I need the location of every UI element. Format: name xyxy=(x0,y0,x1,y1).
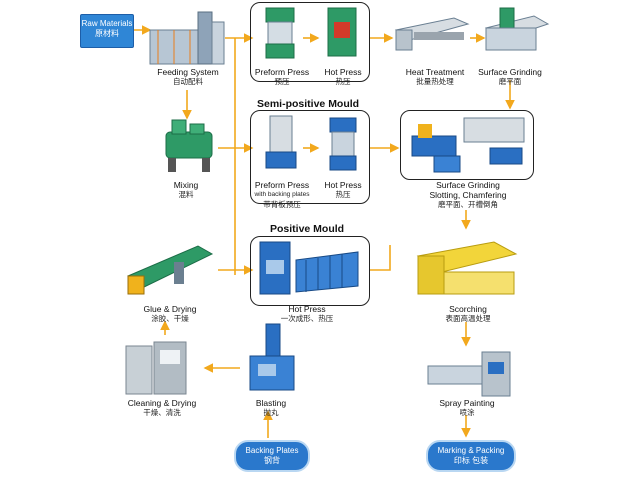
cleaning-drying-label-en: Cleaning & Drying xyxy=(127,398,197,408)
hot-press-1-label: Hot Press 热压 xyxy=(318,67,368,87)
glue-drying-label-zh: 涂胶、干燥 xyxy=(151,314,189,323)
raw-materials-label-zh: 原材料 xyxy=(95,29,119,38)
blasting-label-zh: 抛丸 xyxy=(263,408,279,417)
mixing-label-en: Mixing xyxy=(173,180,199,190)
surface-grinding-2-label: Surface Grinding Slotting, Chamfering 磨平… xyxy=(416,180,520,210)
feeding-system-label-zh: 自动配料 xyxy=(173,77,203,86)
hot-press-1-label-zh: 热压 xyxy=(335,77,351,86)
spray-painting-label-en: Spray Painting xyxy=(439,398,495,408)
cleaning-drying-label-zh: 干燥、清洗 xyxy=(143,408,181,417)
preform-press-2-label: Preform Press with backing plates 带背板预压 xyxy=(246,180,318,210)
surface-grinding-2-label-zh: 磨平面、开槽倒角 xyxy=(438,200,498,209)
section-title-positive: Positive Mould xyxy=(270,223,345,235)
section-title-semi-positive: Semi-positive Mould xyxy=(257,98,360,110)
surface-grinding-1-label: Surface Grinding 磨平面 xyxy=(472,67,548,87)
hot-press-2-label-en: Hot Press xyxy=(324,180,362,190)
surface-grinding-2-machine-icon xyxy=(411,117,525,173)
heat-treatment-label-en: Heat Treatment xyxy=(405,67,465,77)
preform-press-1-machine-icon xyxy=(265,7,295,59)
blasting-label-en: Blasting xyxy=(255,398,287,408)
group-box-top xyxy=(250,2,370,82)
cleaning-drying-machine-icon xyxy=(125,341,187,395)
heat-treatment-machine-icon xyxy=(394,17,470,51)
hot-press-2-machine-icon xyxy=(329,117,357,171)
surface-grinding-1-label-en: Surface Grinding xyxy=(478,67,542,77)
glue-drying-machine-icon xyxy=(127,245,214,295)
heat-treatment-label-zh: 批量热处理 xyxy=(416,77,454,86)
marking-packing-node: Marking & Packing 印标 包装 xyxy=(426,440,516,472)
scorching-label-zh: 表面高温处理 xyxy=(445,314,491,323)
blasting-label: Blasting 抛丸 xyxy=(236,398,306,418)
spray-painting-machine-icon xyxy=(427,351,511,397)
spray-painting-label: Spray Painting 喷涂 xyxy=(432,398,502,418)
feeding-system-label: Feeding System 自动配料 xyxy=(148,67,228,87)
marking-packing-label: Marking & Packing xyxy=(437,446,505,455)
group-box-surface-grinding xyxy=(400,110,534,180)
mixing-label-zh: 混料 xyxy=(178,190,194,199)
preform-press-2-machine-icon xyxy=(265,115,297,169)
scorching-label: Scorching 表面高温处理 xyxy=(428,304,508,324)
hot-press-3-label-en: Hot Press xyxy=(288,304,326,314)
preform-press-2-label-en: Preform Press xyxy=(254,180,310,190)
surface-grinding-1-machine-icon xyxy=(484,7,550,51)
hot-press-1-machine-icon xyxy=(327,7,357,57)
spray-painting-label-zh: 喷涂 xyxy=(459,408,475,417)
surface-grinding-2-label-en2: Slotting, Chamfering xyxy=(429,190,507,200)
group-box-semi-positive xyxy=(250,110,370,204)
glue-drying-label-en: Glue & Drying xyxy=(143,304,197,314)
preform-press-1-label-en: Preform Press xyxy=(254,67,310,77)
hot-press-3-label: Hot Press 一次成形、热压 xyxy=(262,304,352,324)
preform-press-2-label-en2: with backing plates xyxy=(254,191,310,198)
marking-packing-label-zh: 印标 包装 xyxy=(453,456,489,465)
preform-press-1-label-zh: 预压 xyxy=(274,77,290,86)
scorching-label-en: Scorching xyxy=(449,304,487,314)
blasting-machine-icon xyxy=(249,323,295,391)
hot-press-3-label-zh: 一次成形、热压 xyxy=(280,314,334,323)
hot-press-1-label-en: Hot Press xyxy=(324,67,362,77)
preform-press-2-label-zh: 带背板预压 xyxy=(263,200,301,209)
mixing-label: Mixing 混料 xyxy=(154,180,218,200)
hot-press-2-label: Hot Press 热压 xyxy=(318,180,368,200)
scorching-machine-icon xyxy=(416,241,518,295)
raw-materials-label: Raw Materials xyxy=(81,19,133,28)
backing-plates-label: Backing Plates xyxy=(245,446,299,455)
backing-plates-label-zh: 钢背 xyxy=(264,456,280,465)
mixing-machine-icon xyxy=(165,119,213,172)
surface-grinding-2-label-en: Surface Grinding xyxy=(436,180,500,190)
preform-press-1-label: Preform Press 预压 xyxy=(252,67,312,87)
hot-press-3-machine-icon xyxy=(259,241,359,295)
feeding-system-machine-icon xyxy=(149,11,225,65)
surface-grinding-1-label-zh: 磨平面 xyxy=(498,77,522,86)
heat-treatment-label: Heat Treatment 批量热处理 xyxy=(396,67,474,87)
backing-plates-node: Backing Plates 钢背 xyxy=(234,440,310,472)
hot-press-2-label-zh: 热压 xyxy=(335,190,351,199)
glue-drying-label: Glue & Drying 涂胶、干燥 xyxy=(130,304,210,324)
raw-materials-node: Raw Materials 原材料 xyxy=(80,14,134,48)
feeding-system-label-en: Feeding System xyxy=(157,67,219,77)
cleaning-drying-label: Cleaning & Drying 干燥、清洗 xyxy=(112,398,212,418)
group-box-positive xyxy=(250,236,370,306)
